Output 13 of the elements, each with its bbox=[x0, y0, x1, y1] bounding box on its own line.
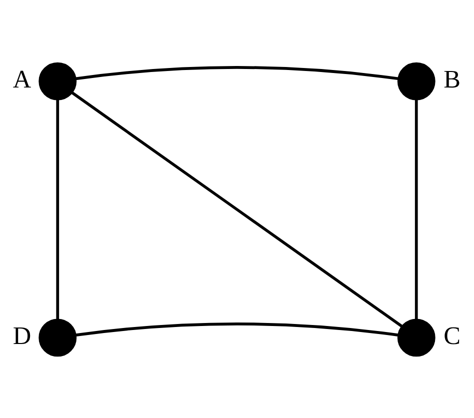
node-circle bbox=[38, 318, 77, 356]
node-label: B bbox=[444, 65, 460, 94]
connector bbox=[56, 99, 60, 319]
connector bbox=[76, 66, 398, 80]
node-circle bbox=[397, 318, 436, 356]
node-circle bbox=[397, 62, 436, 100]
node-label: C bbox=[444, 322, 460, 350]
node-label: D bbox=[12, 322, 32, 350]
connector bbox=[71, 91, 403, 327]
node-label: A bbox=[12, 65, 32, 94]
connector bbox=[76, 322, 398, 336]
node-circle bbox=[38, 62, 77, 100]
connector bbox=[414, 99, 418, 319]
